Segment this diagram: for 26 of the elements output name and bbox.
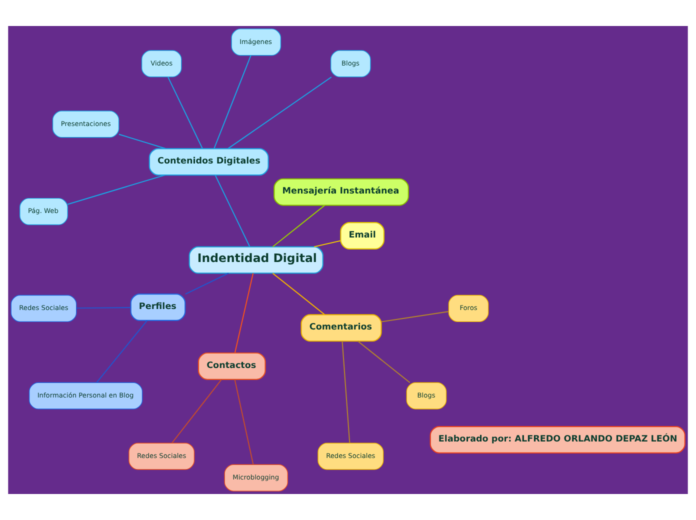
connector	[214, 174, 250, 247]
node-box: Mensajería Instantánea	[274, 178, 409, 206]
node-box: Indentidad Digital	[188, 246, 324, 274]
connector	[185, 272, 229, 295]
connector	[228, 76, 332, 150]
connector	[381, 311, 449, 322]
node-box: Email	[340, 222, 385, 250]
node-box: Comentarios	[300, 314, 382, 342]
connector	[96, 320, 148, 383]
connector	[234, 273, 254, 353]
connector	[214, 55, 252, 149]
connector	[272, 204, 326, 248]
connector	[172, 379, 222, 444]
connector	[118, 134, 166, 150]
connector	[76, 307, 131, 309]
connector	[358, 340, 410, 384]
connector	[342, 341, 350, 443]
connector	[68, 174, 165, 205]
connector	[314, 240, 341, 248]
node-box: Contenidos Digitales	[148, 148, 269, 176]
connector	[234, 379, 254, 465]
node-box: Elaborado por: ALFREDO ORLANDO DEPAZ LEÓN	[430, 426, 686, 454]
connector	[168, 76, 203, 149]
node-box: Contactos	[198, 352, 266, 380]
node-box: Perfiles	[130, 294, 186, 322]
connector	[272, 272, 326, 316]
